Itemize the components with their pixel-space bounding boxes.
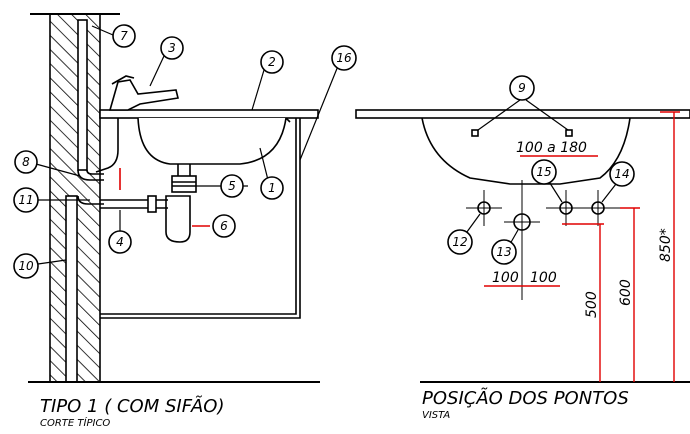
siphon-nut bbox=[171, 175, 197, 193]
callout-14: 14 bbox=[609, 161, 635, 187]
dim-500: 500 bbox=[584, 291, 600, 318]
countertop bbox=[99, 109, 319, 119]
countertop-elevation bbox=[355, 109, 690, 119]
svg-text:3: 3 bbox=[168, 41, 176, 55]
right-title: POSIÇÃO DOS PONTOS bbox=[422, 387, 629, 409]
svg-text:8: 8 bbox=[22, 155, 30, 169]
callout-2: 2 bbox=[260, 50, 284, 74]
right-subtitle: VISTA bbox=[422, 410, 450, 421]
left-title: TIPO 1 ( COM SIFÃO) bbox=[40, 395, 225, 417]
callout-10: 10 bbox=[13, 253, 39, 279]
svg-text:16: 16 bbox=[336, 51, 352, 65]
callout-11: 11 bbox=[13, 187, 39, 213]
siphon bbox=[165, 195, 191, 243]
svg-text:13: 13 bbox=[496, 245, 511, 259]
svg-text:6: 6 bbox=[220, 219, 228, 233]
dim-100-right: 100 bbox=[530, 270, 557, 286]
faucet bbox=[108, 79, 179, 111]
callout-7: 7 bbox=[112, 24, 136, 48]
left-section-view bbox=[28, 13, 320, 383]
svg-text:12: 12 bbox=[452, 235, 467, 249]
callout-3: 3 bbox=[160, 36, 184, 60]
cabinet bbox=[100, 118, 301, 319]
dim-850: 850* bbox=[658, 228, 674, 262]
svg-text:9: 9 bbox=[518, 81, 526, 95]
flex-hose bbox=[95, 118, 119, 173]
svg-text:4: 4 bbox=[116, 235, 124, 249]
dim-100-left: 100 bbox=[492, 270, 519, 286]
dim-100-a-180: 100 a 180 bbox=[516, 140, 587, 156]
right-elevation-view bbox=[355, 99, 690, 383]
svg-text:11: 11 bbox=[18, 193, 33, 207]
svg-text:15: 15 bbox=[536, 165, 551, 179]
callout-15: 15 bbox=[531, 159, 557, 185]
callout-9: 9 bbox=[509, 75, 535, 101]
drain-pipe-wall bbox=[65, 195, 78, 383]
drain-tail bbox=[177, 164, 191, 176]
callout-5: 5 bbox=[220, 174, 244, 198]
callout-13: 13 bbox=[491, 239, 517, 265]
callout-16: 16 bbox=[331, 45, 357, 71]
supply-pipe bbox=[77, 19, 88, 171]
dimension-lines bbox=[484, 111, 680, 382]
left-callouts: 7 3 2 16 8 1 5 11 6 4 10 bbox=[13, 24, 357, 279]
svg-text:7: 7 bbox=[120, 29, 128, 43]
left-subtitle: CORTE TÍPICO bbox=[40, 416, 110, 429]
callout-4: 4 bbox=[108, 230, 132, 254]
siphon-outlet bbox=[100, 199, 168, 209]
basin-elevation bbox=[421, 117, 631, 185]
callout-1: 1 bbox=[260, 176, 284, 200]
svg-text:14: 14 bbox=[614, 167, 629, 181]
callout-6: 6 bbox=[212, 214, 236, 238]
svg-text:2: 2 bbox=[268, 55, 276, 69]
callout-12: 12 bbox=[447, 229, 473, 255]
callout-8: 8 bbox=[14, 150, 38, 174]
svg-text:5: 5 bbox=[228, 179, 236, 193]
dim-600: 600 bbox=[618, 279, 634, 306]
right-callouts: 9 15 14 12 13 bbox=[447, 75, 635, 265]
basin bbox=[137, 117, 287, 165]
svg-text:10: 10 bbox=[18, 259, 34, 273]
svg-text:1: 1 bbox=[268, 181, 276, 195]
